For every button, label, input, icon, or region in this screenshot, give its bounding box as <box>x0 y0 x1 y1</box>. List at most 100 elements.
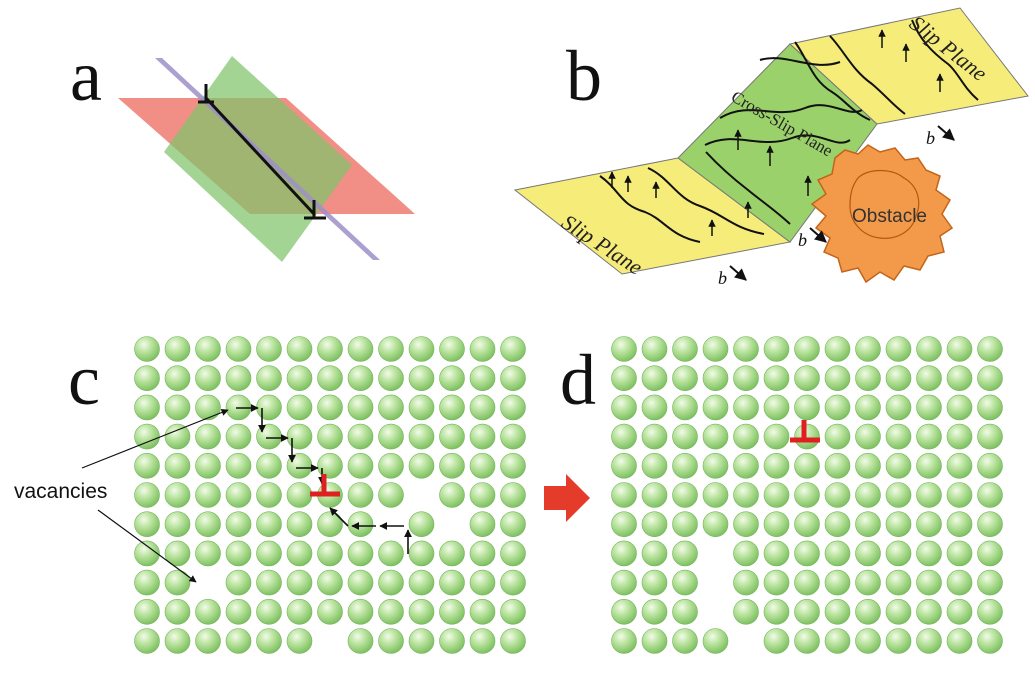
atom <box>439 452 465 479</box>
atom <box>439 569 465 596</box>
atom <box>641 598 668 625</box>
atom <box>763 452 790 479</box>
atom <box>256 482 282 508</box>
atom <box>916 482 942 508</box>
atom <box>225 569 252 596</box>
panel-label-d: d <box>560 340 596 420</box>
atom <box>885 394 912 421</box>
atom <box>946 452 973 479</box>
atom <box>347 365 374 392</box>
atom <box>855 511 881 538</box>
atom <box>256 423 282 450</box>
atom <box>641 540 668 567</box>
atom <box>500 394 526 421</box>
upper-slip-plane <box>788 7 1029 125</box>
atom <box>733 598 759 625</box>
atom <box>500 569 526 596</box>
atom <box>225 628 252 654</box>
atom <box>977 336 1003 362</box>
atom <box>347 482 374 508</box>
atom <box>611 598 637 625</box>
atom <box>378 423 404 450</box>
atom <box>946 569 973 596</box>
atom <box>469 628 496 654</box>
atom <box>378 452 404 479</box>
atom <box>794 423 820 450</box>
atom <box>225 423 252 450</box>
atom <box>672 511 698 538</box>
atom <box>439 540 465 567</box>
atom <box>225 540 252 567</box>
atom <box>286 394 313 421</box>
atom <box>794 628 820 654</box>
atom <box>134 569 160 596</box>
atom <box>347 336 374 362</box>
atom <box>763 482 790 508</box>
atom <box>500 423 526 450</box>
atom <box>824 482 851 508</box>
atom <box>408 452 435 479</box>
atom <box>885 452 912 479</box>
panel-c-lattice: vacancies <box>10 336 526 654</box>
atom <box>134 628 160 654</box>
atom <box>916 598 942 625</box>
atom <box>885 511 912 538</box>
atom <box>469 452 496 479</box>
atom <box>916 628 942 654</box>
atom <box>286 540 313 567</box>
atom <box>408 598 435 625</box>
atom <box>317 365 343 392</box>
atom <box>439 628 465 654</box>
panel-label-b: b <box>566 36 602 116</box>
atom <box>702 628 729 654</box>
atom <box>164 423 191 450</box>
atom <box>164 628 191 654</box>
burgers-label-mid: b <box>798 230 807 250</box>
atom <box>763 628 790 654</box>
dislocation-symbol-top <box>198 84 214 104</box>
atom <box>256 365 282 392</box>
atom <box>977 540 1003 567</box>
atom <box>977 598 1003 625</box>
atom <box>195 394 221 421</box>
atom <box>855 482 881 508</box>
atom <box>286 598 313 625</box>
atom <box>378 394 404 421</box>
atom <box>469 482 496 508</box>
atom <box>977 365 1003 392</box>
atom <box>408 569 435 596</box>
burgers-vector-upper: b <box>926 125 955 148</box>
atom <box>916 336 942 362</box>
atom <box>885 628 912 654</box>
atom <box>702 394 729 421</box>
atom <box>641 423 668 450</box>
atom <box>500 540 526 567</box>
atom <box>500 336 526 362</box>
atom <box>408 423 435 450</box>
atom <box>225 598 252 625</box>
burgers-label-upper: b <box>926 128 935 148</box>
atom <box>855 598 881 625</box>
atom <box>946 365 973 392</box>
atom <box>824 628 851 654</box>
atom <box>794 394 820 421</box>
atom <box>855 336 881 362</box>
atom <box>733 511 759 538</box>
atom <box>378 336 404 362</box>
atom <box>164 336 191 362</box>
atom <box>672 394 698 421</box>
atom <box>885 482 912 508</box>
atom <box>347 394 374 421</box>
vacancy-pointer-top <box>81 409 229 469</box>
atom <box>946 336 973 362</box>
atom <box>225 482 252 508</box>
atom <box>286 365 313 392</box>
atom <box>500 628 526 654</box>
atom <box>286 423 313 450</box>
atom <box>672 569 698 596</box>
atom <box>286 569 313 596</box>
atom <box>378 540 404 567</box>
atom <box>672 336 698 362</box>
atom <box>611 569 637 596</box>
atom <box>134 482 160 508</box>
